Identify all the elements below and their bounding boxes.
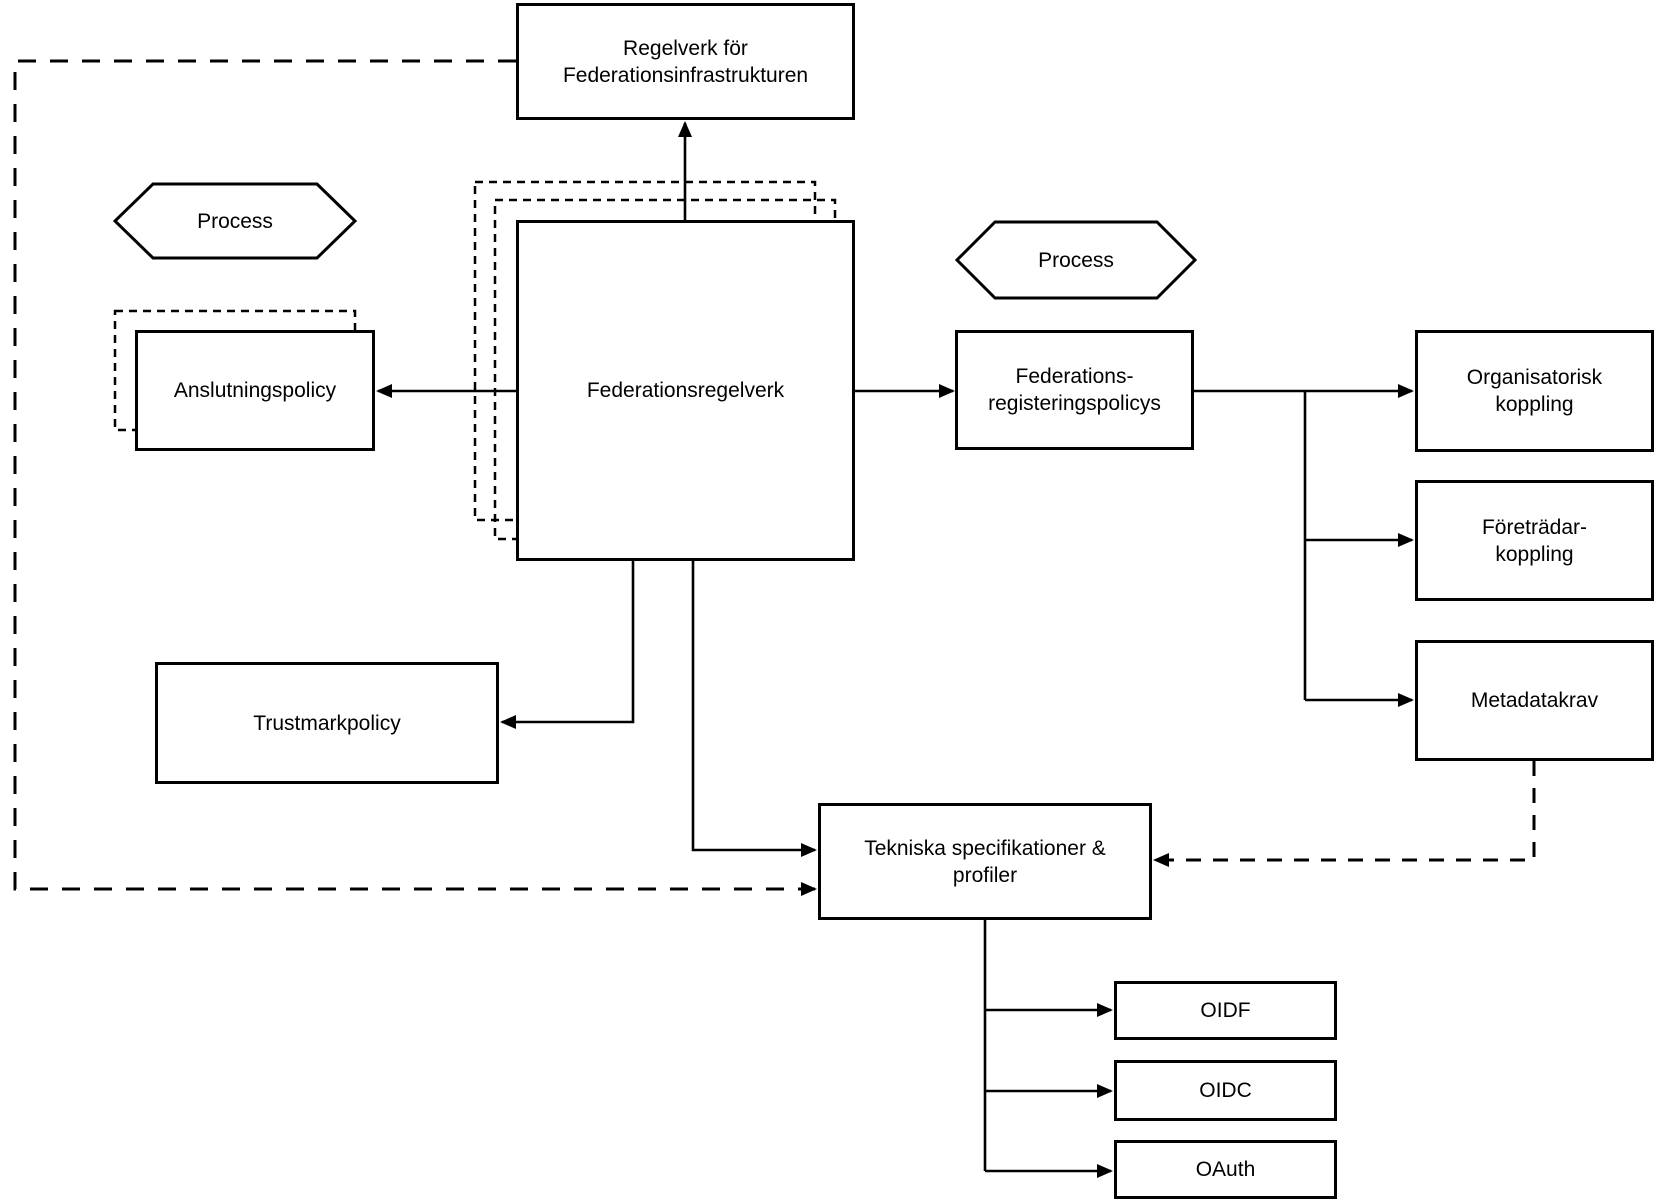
node-regelverk-infrastrukturen-label: Regelverk för Federationsinfrastrukturen <box>562 36 809 87</box>
arrow-federationsregelverk-to-tekniska-specifikationer <box>691 561 817 857</box>
node-organisatorisk-koppling: Organisatorisk koppling <box>1415 330 1654 452</box>
dashed-arrow-metadatakrav-to-tekniska-specifikationer <box>1153 761 1536 867</box>
node-federationsregelverk: Federationsregelverk <box>516 220 855 561</box>
node-organisatorisk-koppling-label: Organisatorisk koppling <box>1466 366 1603 416</box>
dashed-arrow-regelverk-infrastrukturen-to-tekniska-specifikationer <box>13 59 817 896</box>
node-anslutningspolicy: Anslutningspolicy <box>135 330 375 451</box>
node-regelverk-infrastrukturen: Regelverk för Federationsinfrastrukturen <box>516 3 855 120</box>
process-hexagon-right-label: Process <box>1038 248 1114 272</box>
node-foretradar-koppling: Företrädar- koppling <box>1415 480 1654 601</box>
node-trustmarkpolicy-label: Trustmarkpolicy <box>253 711 401 735</box>
process-hexagon-right: Process <box>955 220 1197 300</box>
node-anslutningspolicy-label: Anslutningspolicy <box>173 379 337 402</box>
process-hexagon-left: Process <box>113 182 357 260</box>
node-metadatakrav-label: Metadatakrav <box>1470 689 1599 712</box>
node-metadatakrav: Metadatakrav <box>1415 640 1654 761</box>
node-federations-registeringspolicys-label: Federations- registeringspolicys <box>988 365 1161 415</box>
node-oidf-label: OIDF <box>1200 999 1251 1022</box>
node-tekniska-specifikationer: Tekniska specifikationer & profiler <box>818 803 1152 920</box>
node-oidc-label: OIDC <box>1199 1079 1252 1102</box>
hexagon-shape <box>955 220 1197 300</box>
node-oidf: OIDF <box>1114 981 1337 1040</box>
hexagon-shape <box>113 182 357 260</box>
node-oauth: OAuth <box>1114 1140 1337 1199</box>
node-oidc: OIDC <box>1114 1060 1337 1121</box>
process-hexagon-left-label: Process <box>197 209 273 233</box>
node-federations-registeringspolicys: Federations- registeringspolicys <box>955 330 1194 450</box>
node-trustmarkpolicy: Trustmarkpolicy <box>155 662 499 784</box>
node-tekniska-specifikationer-label: Tekniska specifikationer & profiler <box>864 836 1106 887</box>
node-oauth-label: OAuth <box>1195 1158 1256 1181</box>
node-foretradar-koppling-label: Företrädar- koppling <box>1481 515 1588 566</box>
arrow-federationsregelverk-to-trustmarkpolicy <box>500 561 635 729</box>
node-federationsregelverk-label: Federationsregelverk <box>586 379 785 402</box>
